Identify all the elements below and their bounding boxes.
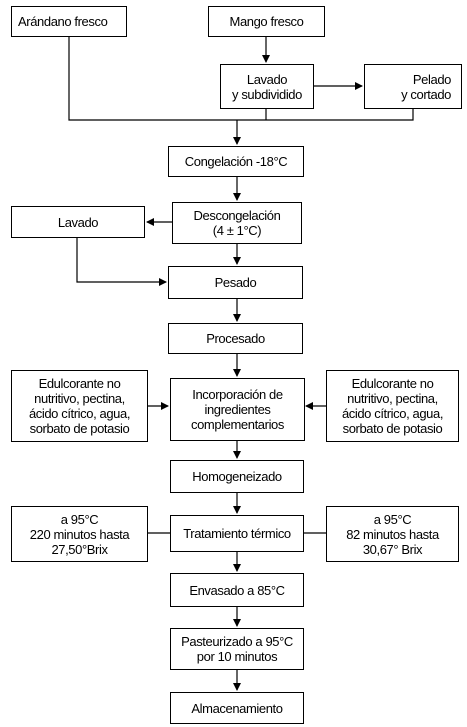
node-mango-fresco-label: Mango fresco	[229, 14, 304, 29]
node-pesado: Pesado	[168, 266, 303, 299]
node-lavado-label: Lavado	[57, 214, 99, 230]
node-edulcorante-izq-line-2: nutritivo, pectina,	[34, 391, 125, 406]
node-procesado: Procesado	[168, 323, 303, 354]
node-lavado-subdividido: Lavado y subdividido	[220, 64, 314, 109]
line-pelado-down	[237, 108, 414, 121]
node-almacenamiento-label: Almacenamiento	[191, 700, 283, 716]
node-arandano-fresco: Arándano fresco	[11, 6, 127, 37]
node-congelacion-label: Congelación -18°C	[184, 154, 288, 169]
node-cond-izq-line-2: 220 minutos hasta	[29, 526, 130, 542]
node-almacenamiento: Almacenamiento	[170, 692, 304, 724]
node-edulcorante-izq-line-4: sorbato de potasio	[29, 421, 130, 436]
node-tratamiento-label: Tratamiento térmico	[183, 526, 291, 541]
node-cond-izq-line-1: a 95°C	[60, 511, 99, 527]
node-incorporacion: Incorporación de ingredientes complement…	[170, 378, 305, 441]
node-edulcorante-der-line-2: nutritivo, pectina,	[347, 391, 438, 406]
node-edulcorante-der-line-3: ácido cítrico, agua,	[341, 406, 444, 421]
node-envasado: Envasado a 85°C	[170, 573, 304, 607]
node-edulcorante-der-line-4: sorbato de potasio	[342, 421, 443, 436]
node-condiciones-derecha: a 95°C 82 minutos hasta 30,67° Brix	[326, 506, 459, 562]
node-mango-fresco: Mango fresco	[208, 6, 325, 37]
node-edulcorante-izquierda: Edulcorante no nutritivo, pectina, ácido…	[11, 370, 148, 442]
node-procesado-label: Procesado	[206, 331, 265, 346]
node-incorporacion-line-3: complementarios	[191, 417, 284, 432]
line-arandano-down	[68, 36, 237, 121]
node-congelacion: Congelación -18°C	[168, 146, 304, 177]
node-cond-izq-line-3: 27,50°Brix	[51, 541, 108, 557]
node-envasado-label: Envasado a 85°C	[189, 582, 285, 598]
node-descongelacion-line-1: Descongelación	[193, 208, 281, 223]
node-incorporacion-line-2: ingredientes	[204, 402, 271, 417]
arrow-lavado-to-pesado	[76, 238, 167, 286]
node-homogeneizado: Homogeneizado	[170, 460, 304, 493]
node-pasteurizado-line-1: Pasteurizado a 95°C	[181, 634, 293, 649]
node-arandano-fresco-label: Arándano fresco	[18, 14, 108, 29]
node-pelado-cortado: Pelado y cortado	[364, 64, 462, 109]
node-descongelacion: Descongelación (4 ± 1°C)	[172, 202, 302, 244]
node-tratamiento-termico: Tratamiento térmico	[170, 515, 304, 552]
node-cond-der-line-2: 82 minutos hasta	[346, 526, 439, 542]
node-condiciones-izquierda: a 95°C 220 minutos hasta 27,50°Brix	[11, 506, 148, 562]
node-lavado-subdividido-line-2: y subdividido	[232, 86, 302, 102]
node-lavado-subdividido-line-1: Lavado	[246, 71, 288, 87]
node-pelado-line-2: y cortado	[401, 86, 451, 102]
node-pasteurizado-line-2: por 10 minutos	[196, 649, 278, 664]
node-edulcorante-der-line-1: Edulcorante no	[351, 376, 434, 391]
node-incorporacion-line-1: Incorporación de	[192, 387, 283, 402]
node-pelado-line-1: Pelado	[412, 71, 451, 87]
node-edulcorante-izq-line-1: Edulcorante no	[38, 376, 121, 391]
node-homogeneizado-label: Homogeneizado	[192, 469, 282, 484]
node-edulcorante-izq-line-3: ácido cítrico, agua,	[28, 406, 131, 421]
node-pasteurizado: Pasteurizado a 95°C por 10 minutos	[170, 628, 304, 670]
node-descongelacion-line-2: (4 ± 1°C)	[212, 223, 262, 238]
node-lavado: Lavado	[11, 206, 145, 238]
node-edulcorante-derecha: Edulcorante no nutritivo, pectina, ácido…	[326, 370, 459, 442]
node-cond-der-line-3: 30,67° Brix	[362, 541, 423, 557]
node-pesado-label: Pesado	[214, 275, 257, 290]
node-cond-der-line-1: a 95°C	[373, 511, 412, 527]
